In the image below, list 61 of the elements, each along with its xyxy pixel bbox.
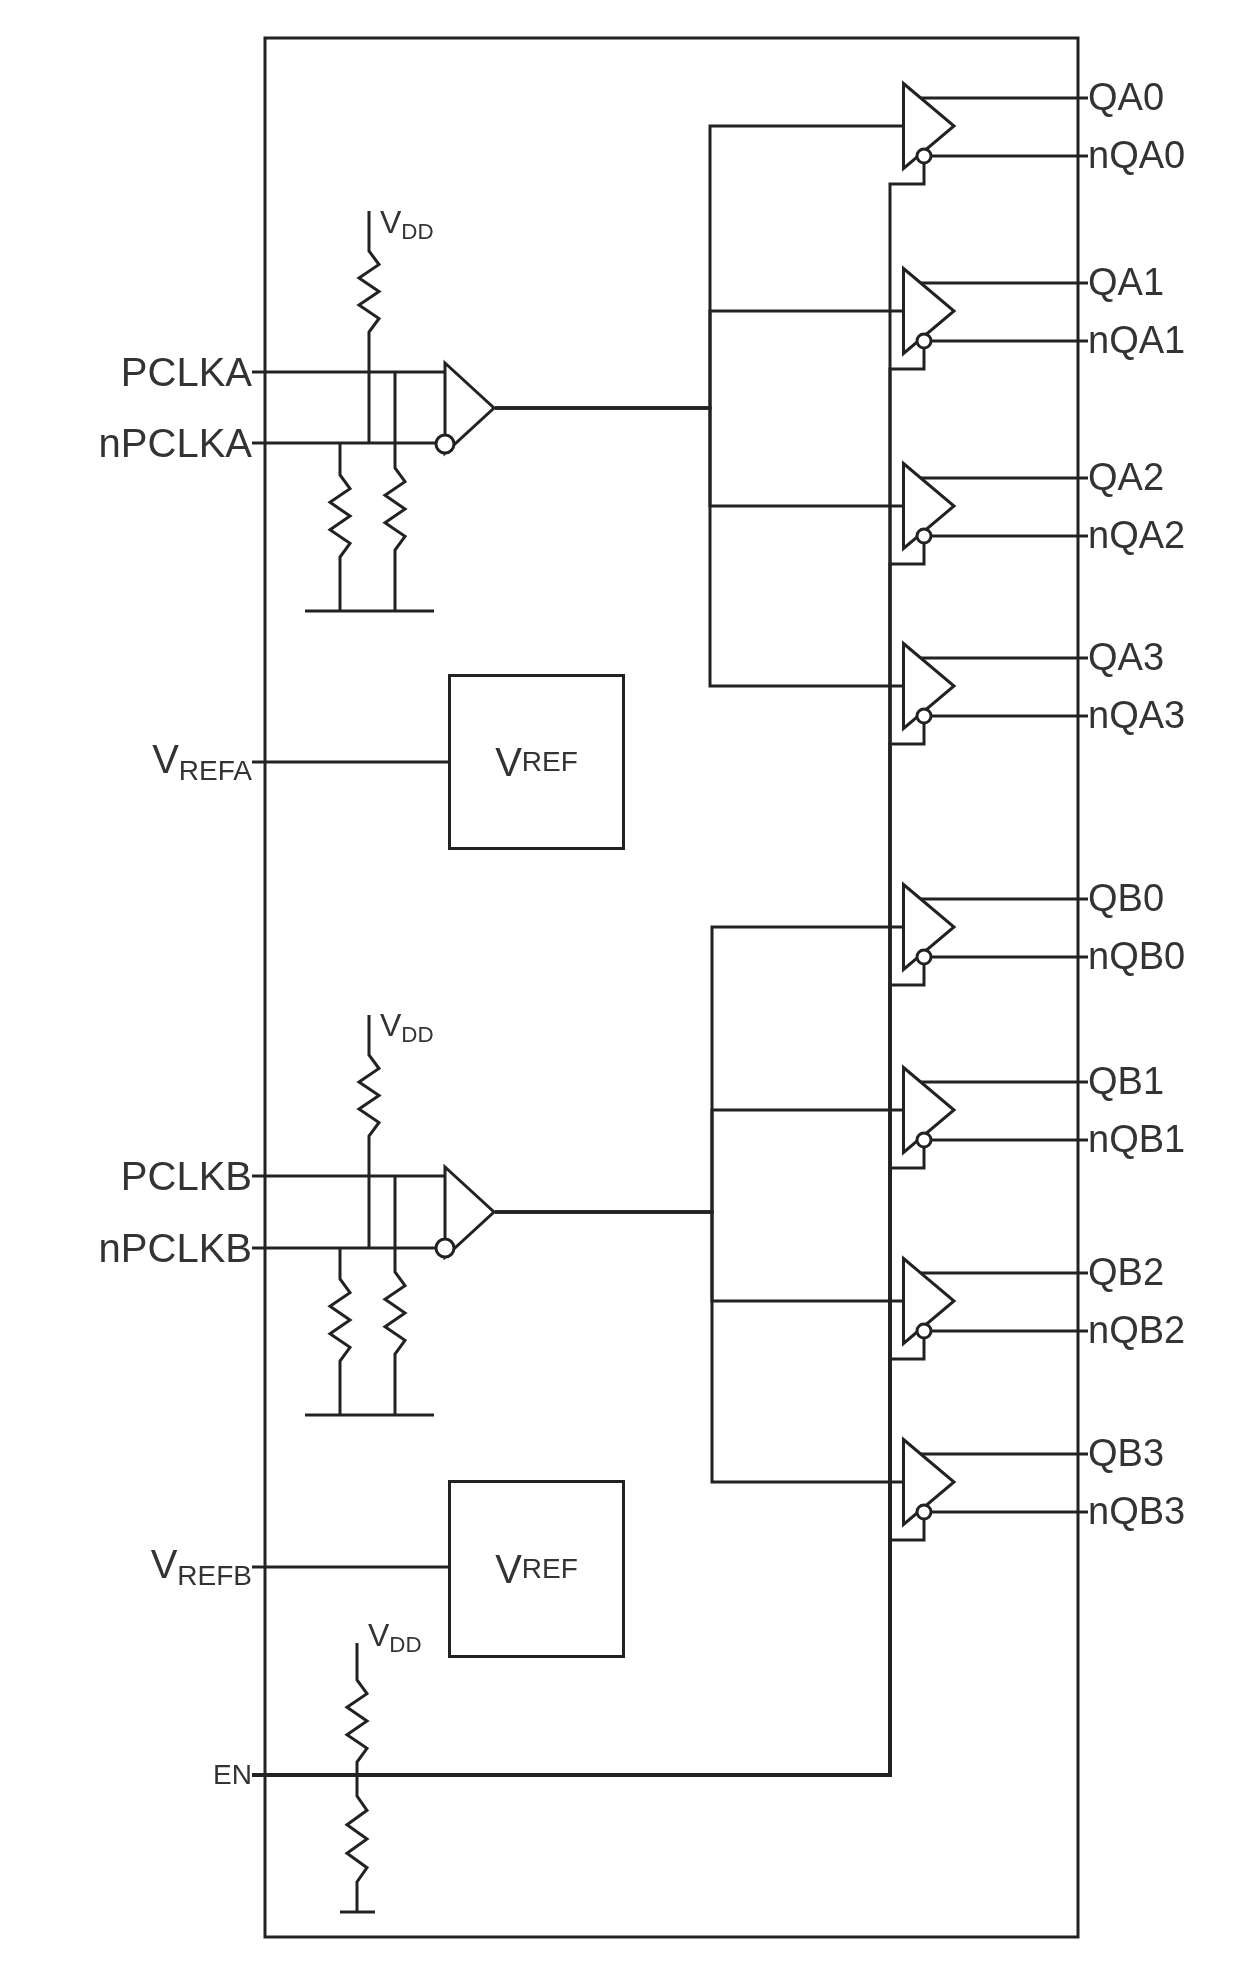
wire xyxy=(921,656,1088,660)
pin-label: PCLKA xyxy=(120,350,252,394)
pin-label: QB0 xyxy=(1088,878,1165,920)
pin-label: EN xyxy=(213,1759,252,1791)
wire xyxy=(252,1174,445,1178)
wire xyxy=(252,441,435,445)
supply-label: V$_{DD}$ xyxy=(380,205,434,245)
wire xyxy=(932,955,1088,959)
wire xyxy=(252,370,445,374)
supply-label: V$_{DD}$ xyxy=(368,1618,422,1658)
wire xyxy=(252,760,448,764)
pin-label: PCLKB xyxy=(120,1154,252,1198)
wire xyxy=(932,714,1088,718)
pin-label: QB3 xyxy=(1088,1433,1165,1475)
buffer-symbol xyxy=(902,1257,956,1345)
wire xyxy=(921,897,1088,901)
wire xyxy=(252,1565,448,1569)
wire xyxy=(495,406,902,688)
buffer-symbol xyxy=(902,642,956,730)
wire xyxy=(921,1452,1088,1456)
pin-label: nQA2 xyxy=(1088,515,1186,557)
pin-label: QB1 xyxy=(1088,1061,1165,1103)
buffer-symbol xyxy=(902,82,956,170)
pin-label: QA0 xyxy=(1088,77,1165,119)
pin-label: V$_{REFB}$ xyxy=(150,1542,252,1592)
buffer-symbol xyxy=(902,267,956,355)
pin-label: nQB1 xyxy=(1088,1119,1186,1161)
pin-label: nQA0 xyxy=(1088,135,1186,177)
wire xyxy=(921,1080,1088,1084)
wire xyxy=(252,1520,926,1777)
pin-label: QB2 xyxy=(1088,1252,1165,1294)
wire xyxy=(921,1271,1088,1275)
buffer-symbol xyxy=(902,1438,956,1526)
pin-label: nQB0 xyxy=(1088,936,1186,978)
pin-label: QA3 xyxy=(1088,637,1165,679)
wire xyxy=(252,1246,435,1250)
wire xyxy=(921,281,1088,285)
buffer-symbol xyxy=(902,883,956,971)
wire xyxy=(932,339,1088,343)
wire xyxy=(932,1510,1088,1514)
pin-label: QA2 xyxy=(1088,457,1165,499)
wire xyxy=(932,154,1088,158)
pin-label: V$_{REFA}$ xyxy=(152,737,252,787)
wire xyxy=(921,96,1088,100)
pin-label: nQB2 xyxy=(1088,1310,1186,1352)
wire xyxy=(495,1210,902,1484)
receiver-symbol xyxy=(435,1166,495,1258)
supply-label: V$_{DD}$ xyxy=(380,1008,434,1048)
wire xyxy=(921,476,1088,480)
wire xyxy=(932,1329,1088,1333)
buffer-symbol xyxy=(902,462,956,550)
pin-label: nQA3 xyxy=(1088,695,1186,737)
buffer-symbol xyxy=(902,1066,956,1154)
receiver-symbol xyxy=(435,362,495,454)
pin-label: nQA1 xyxy=(1088,320,1186,362)
pin-label: nPCLKA xyxy=(98,421,252,465)
pin-label: nQB3 xyxy=(1088,1491,1186,1533)
wire xyxy=(932,1138,1088,1142)
pin-label: nPCLKB xyxy=(98,1226,252,1270)
pin-label: QA1 xyxy=(1088,262,1165,304)
wire xyxy=(932,534,1088,538)
